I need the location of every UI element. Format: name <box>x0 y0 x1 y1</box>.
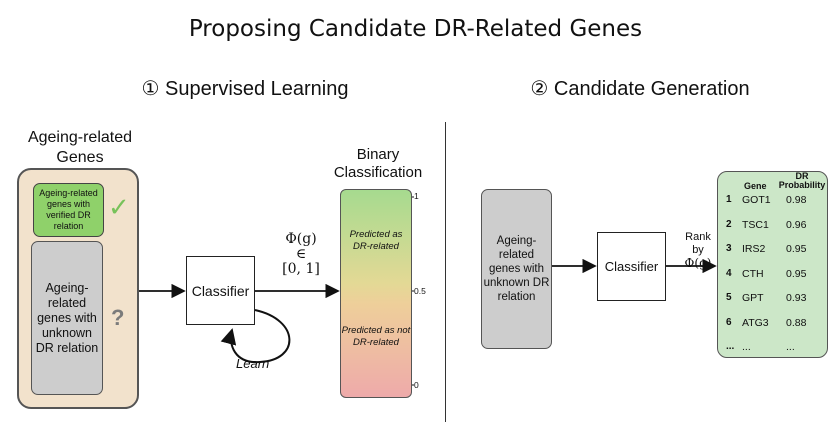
unit-interval: [0, 1] <box>282 261 320 277</box>
table-row-rank: 6 <box>726 316 732 328</box>
section-title-supervised-learning: ① Supervised Learning <box>141 78 349 100</box>
header-prob-line1: DR <box>795 171 809 181</box>
classifier-output-label: Φ(g) ∈ [0, 1] <box>276 232 326 277</box>
predicted-not-related-label: Predicted as not DR-related <box>341 325 411 348</box>
binary-title-line2: Classification <box>333 164 423 181</box>
table-row-probability: 0.93 <box>786 292 807 304</box>
probability-bar <box>340 189 412 398</box>
table-row-rank: 1 <box>726 194 732 205</box>
table-row-probability: 0.98 <box>786 194 807 206</box>
table-row-gene: CTH <box>742 267 764 280</box>
main-title: Proposing Candidate DR-Related Genes <box>188 16 643 42</box>
header-dr-probability: DR Probability <box>776 172 828 190</box>
learn-label: Learn <box>236 356 270 371</box>
section-divider <box>445 122 446 422</box>
table-row-probability: ... <box>786 341 795 353</box>
learn-loop-arrow <box>220 309 291 364</box>
candidate-input-box: Ageing-related genes with unknown DR rel… <box>481 189 552 349</box>
table-row-gene: TSC1 <box>742 218 769 231</box>
table-row-probability: 0.95 <box>786 267 807 280</box>
ageing-genes-title: Ageing-related Genes <box>27 129 133 166</box>
question-mark-icon: ? <box>111 305 125 330</box>
rank-line1: Rank <box>685 231 711 243</box>
verified-genes-box: Ageing-related genes with verified DR re… <box>33 183 104 237</box>
classifier-box-2: Classifier <box>597 232 666 301</box>
table-row-probability: 0.96 <box>786 218 807 231</box>
table-row-gene: GPT <box>742 292 764 304</box>
table-row-gene: IRS2 <box>742 243 766 255</box>
tick-label-0: 0 <box>414 380 419 390</box>
table-row-probability: 0.95 <box>786 243 807 255</box>
binary-title-line1: Binary <box>356 146 400 163</box>
header-gene: Gene <box>744 181 767 191</box>
table-row-gene: ATG3 <box>742 316 769 329</box>
unknown-genes-box: Ageing-related genes with unknown DR rel… <box>31 241 103 395</box>
classifier-box: Classifier <box>186 256 255 325</box>
predicted-related-label: Predicted as DR-related <box>349 229 403 252</box>
table-row-rank: 5 <box>726 292 732 303</box>
tick-label-1: 1 <box>414 191 419 201</box>
table-row-rank: ... <box>726 341 735 352</box>
check-icon: ✓ <box>108 193 130 223</box>
rank-line3: Φ(g) <box>684 256 712 270</box>
rank-line2: by <box>692 244 704 256</box>
table-row-gene: GOT1 <box>742 194 771 206</box>
section-title-candidate-generation: ② Candidate Generation <box>530 78 750 100</box>
table-row-rank: 4 <box>726 267 732 279</box>
tick-label-05: 0.5 <box>414 286 426 296</box>
header-prob-line2: Probability <box>778 180 826 190</box>
binary-classification-title: Binary Classification <box>330 146 426 182</box>
rank-by-label: Rank by Φ(g) <box>676 231 720 270</box>
table-row-gene: ... <box>742 341 751 353</box>
phi-of-g: Φ(g) <box>285 231 317 247</box>
element-of: ∈ <box>295 246 307 262</box>
table-row-probability: 0.88 <box>786 316 807 329</box>
table-row-rank: 2 <box>726 218 732 230</box>
table-row-rank: 3 <box>726 243 732 254</box>
